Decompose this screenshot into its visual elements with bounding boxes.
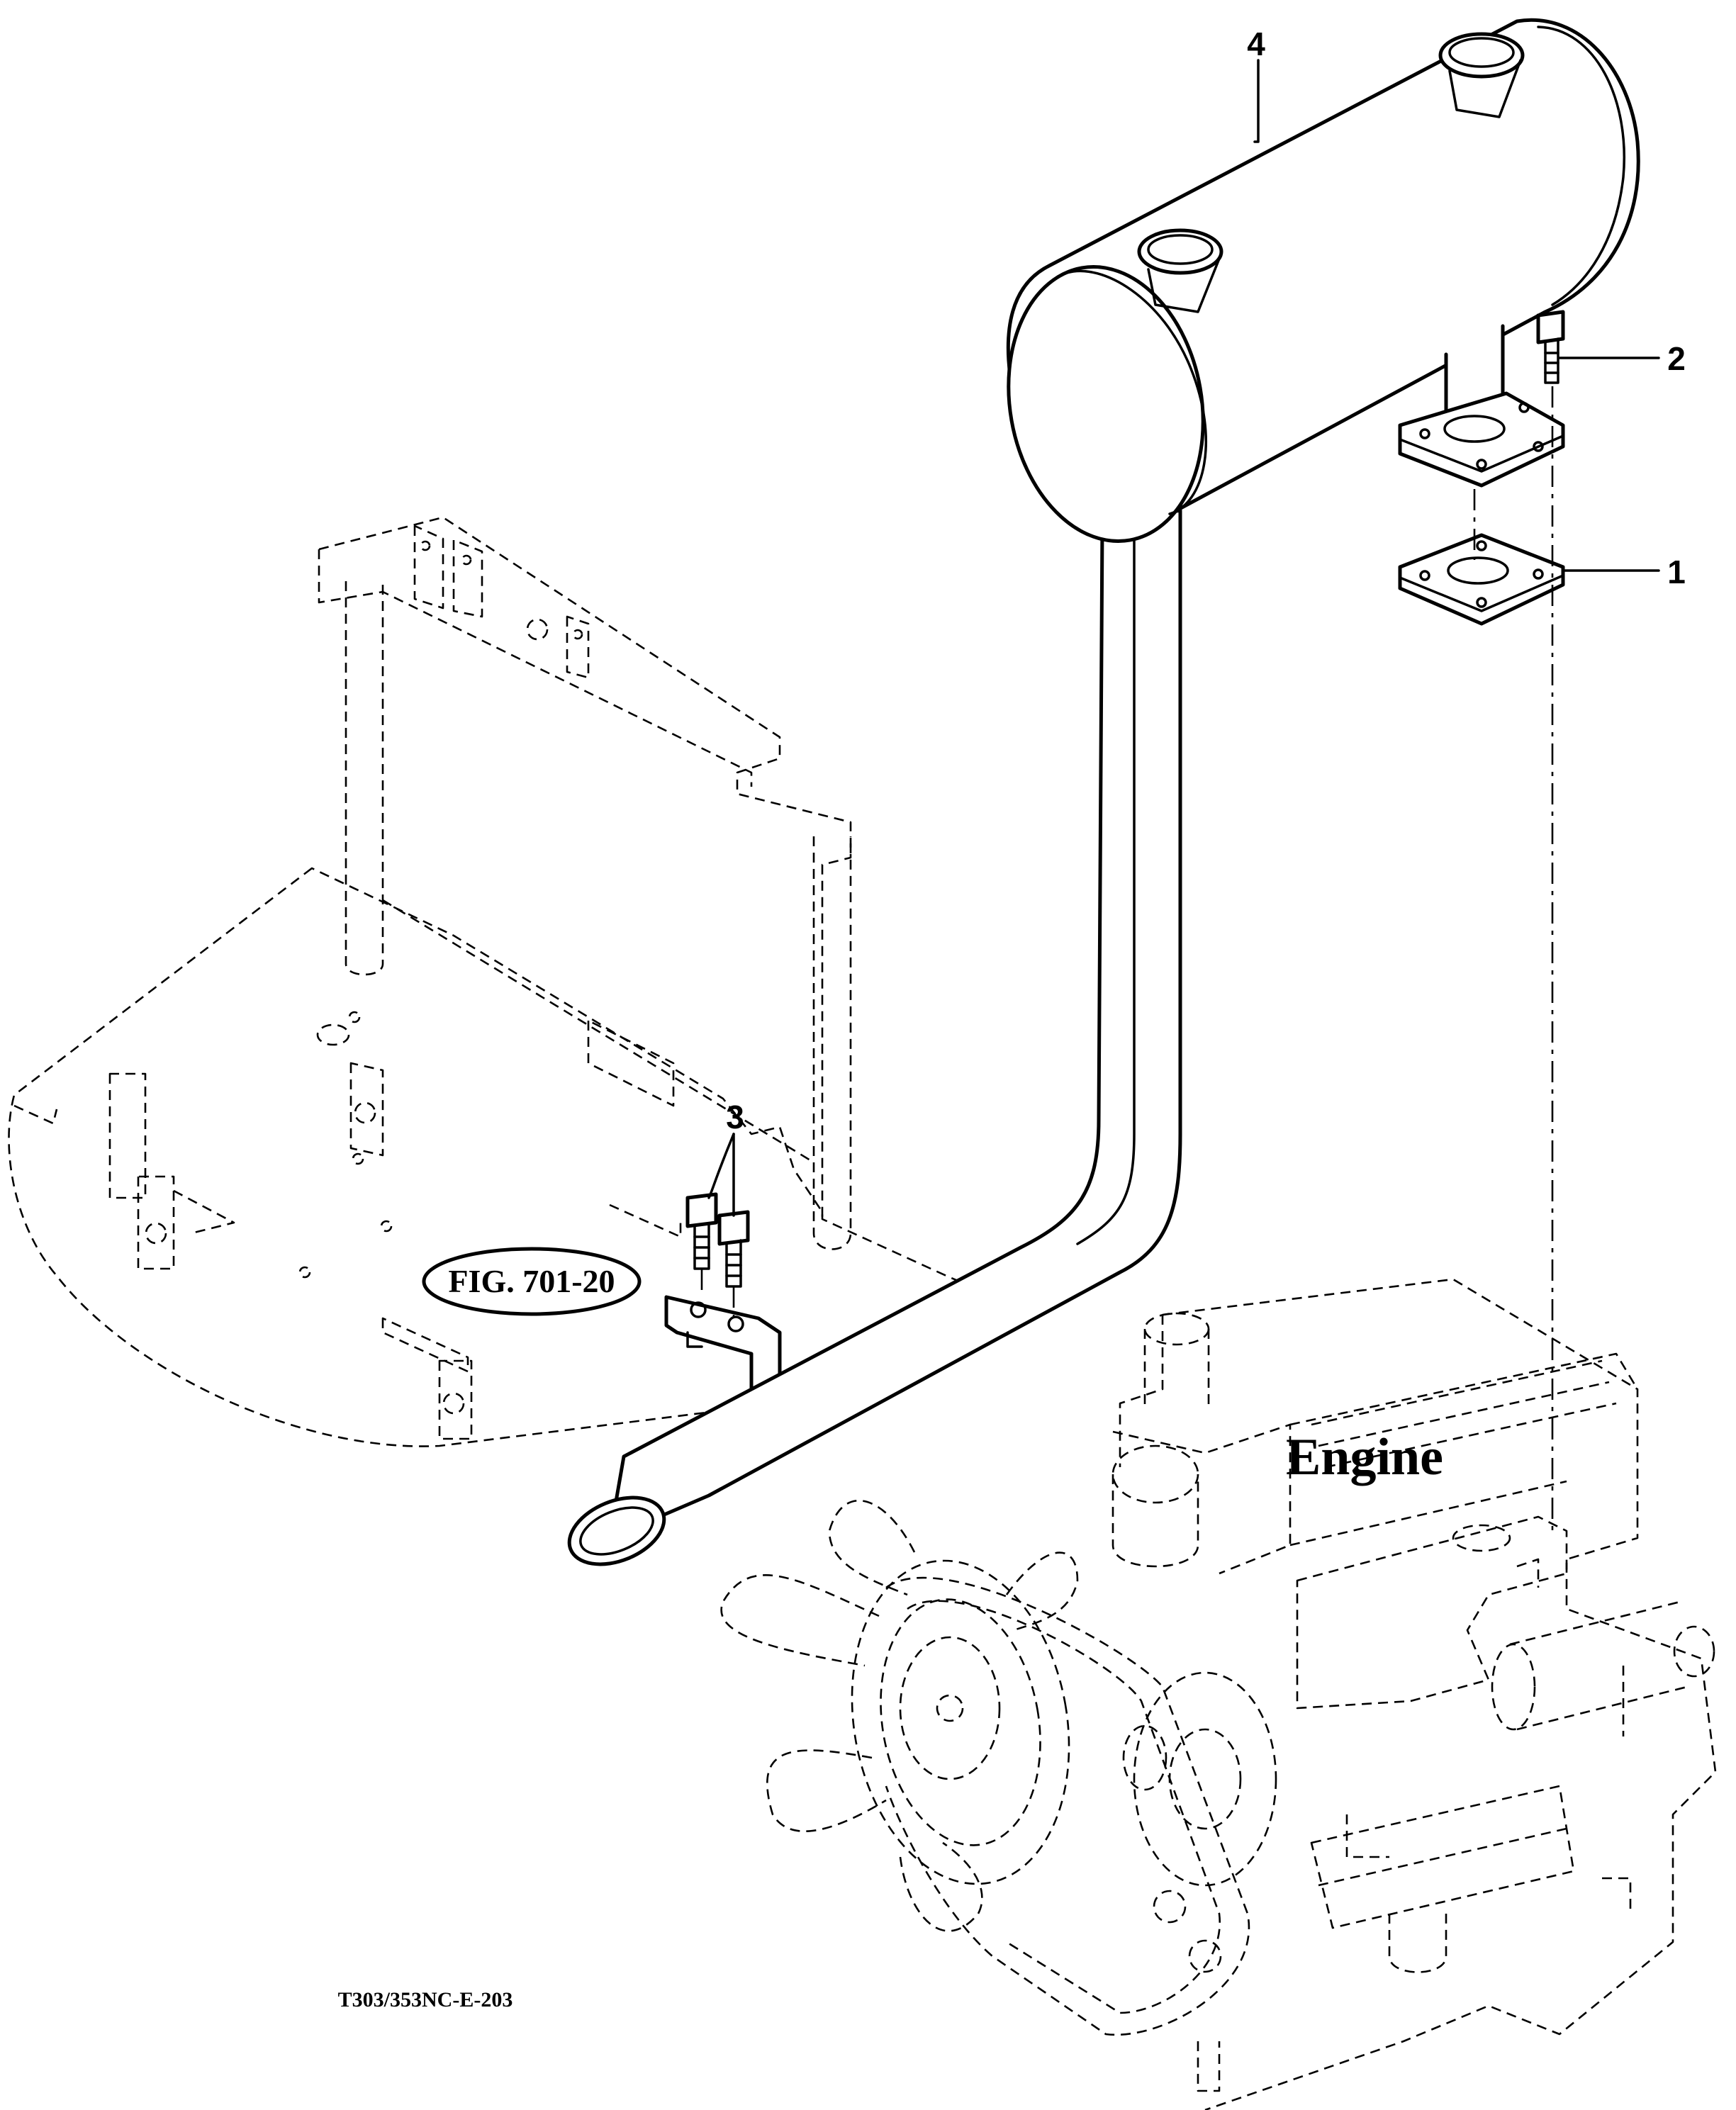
bolt-centerlines	[700, 1269, 735, 1318]
leader-lines	[707, 59, 1660, 1217]
figure-reference-badge: FIG. 701-20	[422, 1247, 642, 1316]
gasket-item-1	[1398, 533, 1565, 626]
bolt-item-2	[1536, 310, 1565, 384]
bolt-item-3-right	[717, 1210, 750, 1288]
drawing-number: T303/353NC-E-203	[338, 1988, 513, 2011]
figure-reference-text: FIG. 701-20	[448, 1263, 615, 1299]
callout-3: 3	[726, 1099, 744, 1135]
engine-outline	[720, 1278, 1717, 2110]
bolt-item-3-left	[685, 1192, 718, 1270]
exhaust-pipe	[567, 508, 1182, 1566]
engine-label: Engine	[1286, 1428, 1443, 1486]
muffler	[1006, 18, 1640, 543]
callout-4: 4	[1247, 26, 1265, 62]
callout-1: 1	[1667, 554, 1686, 590]
callout-2: 2	[1667, 340, 1686, 377]
